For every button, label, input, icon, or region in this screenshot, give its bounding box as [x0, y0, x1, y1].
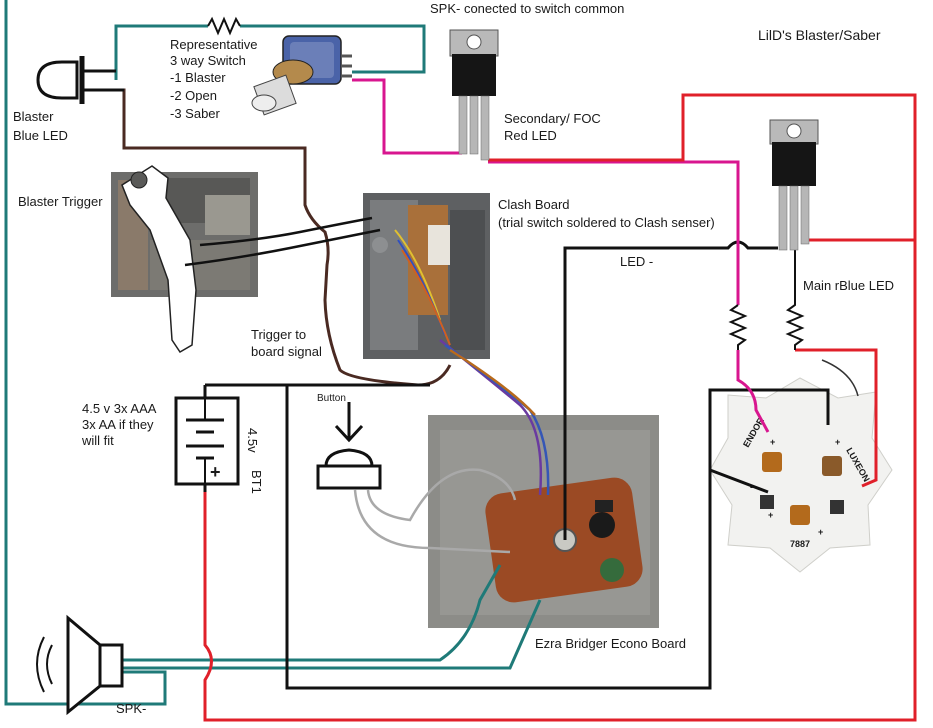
- button-label: Button: [317, 393, 346, 404]
- switch-label-line: -1 Blaster: [170, 70, 226, 85]
- magenta-wires: [352, 78, 770, 433]
- secondary-led-label-line: Red LED: [504, 128, 557, 143]
- blaster-led-symbol: [36, 56, 124, 104]
- grey-button-wires: [353, 468, 517, 554]
- blaster-led-label: Blaster Blue LED: [13, 109, 68, 143]
- main-led-package: [769, 119, 819, 251]
- black-ground-wire: [205, 383, 830, 690]
- clash-board-label-line: (trial switch soldered to Clash senser): [498, 215, 715, 230]
- main-led-label: Main rBlue LED: [803, 278, 894, 293]
- secondary-led-label-line: Secondary/ FOC: [504, 111, 601, 126]
- clash-board-wires: [439, 339, 550, 496]
- switch-label-line: -2 Open: [170, 88, 217, 103]
- speaker-symbol: [36, 614, 124, 716]
- trigger-signal-label-line: Trigger to: [251, 327, 306, 342]
- teal-wire-loop: [4, 0, 542, 706]
- svg-text:+: +: [770, 437, 775, 447]
- diagram-title: LilD's Blaster/Saber: [758, 27, 881, 43]
- svg-text:7887: 7887: [790, 539, 810, 549]
- battery-label-line: 3x AA if they: [82, 417, 154, 432]
- clash-board-photo: [363, 193, 490, 359]
- switch-label-line: -3 Saber: [170, 106, 221, 121]
- battery-label-line: will fit: [81, 433, 114, 448]
- svg-text:+: +: [835, 437, 840, 447]
- resistor-right: [785, 250, 805, 350]
- switch-label: Representative 3 way Switch -1 Blaster -…: [170, 37, 257, 121]
- resistor-top: [207, 16, 241, 36]
- secondary-led-label: Secondary/ FOC Red LED: [504, 111, 601, 143]
- spk-common-label: SPK- conected to switch common: [430, 1, 624, 16]
- trigger-signal-label-line: board signal: [251, 344, 322, 359]
- trigger-signal-label: Trigger to board signal: [251, 327, 322, 359]
- blaster-trigger-photo: [111, 165, 258, 354]
- clash-board-label: Clash Board (trial switch soldered to Cl…: [498, 197, 715, 230]
- bt1-label: BT1: [249, 470, 264, 494]
- clash-board-label-line: Clash Board: [498, 197, 570, 212]
- button-symbol: [316, 402, 382, 490]
- battery-symbol: +: [174, 385, 240, 492]
- battery-label-line: 4.5 v 3x AAA: [82, 401, 157, 416]
- svg-text:+: +: [768, 510, 773, 520]
- resistor-left: [728, 304, 748, 350]
- rotary-switch: [251, 35, 352, 116]
- led-star-photo: ENDOR LUXEON 7887 + + - + +: [709, 377, 893, 573]
- blaster-led-label-line: Blue LED: [13, 128, 68, 143]
- blaster-led-label-line: Blaster: [13, 109, 54, 124]
- secondary-led-package: [449, 29, 499, 161]
- battery-voltage-label: 4.5v: [245, 428, 260, 453]
- switch-label-line: 3 way Switch: [170, 53, 246, 68]
- luxdrive-logo: [821, 359, 859, 397]
- svg-text:+: +: [210, 462, 221, 482]
- led-minus-label: LED -: [620, 254, 653, 269]
- switch-label-line: Representative: [170, 37, 257, 52]
- red-wires: [203, 93, 917, 722]
- blaster-trigger-label: Blaster Trigger: [18, 194, 103, 209]
- battery-label: 4.5 v 3x AAA 3x AA if they will fit: [81, 401, 157, 448]
- econo-board-label: Ezra Bridger Econo Board: [535, 636, 686, 651]
- svg-text:+: +: [818, 527, 823, 537]
- black-trigger-wires: [184, 216, 381, 267]
- spk-minus-label: SPK-: [116, 701, 146, 716]
